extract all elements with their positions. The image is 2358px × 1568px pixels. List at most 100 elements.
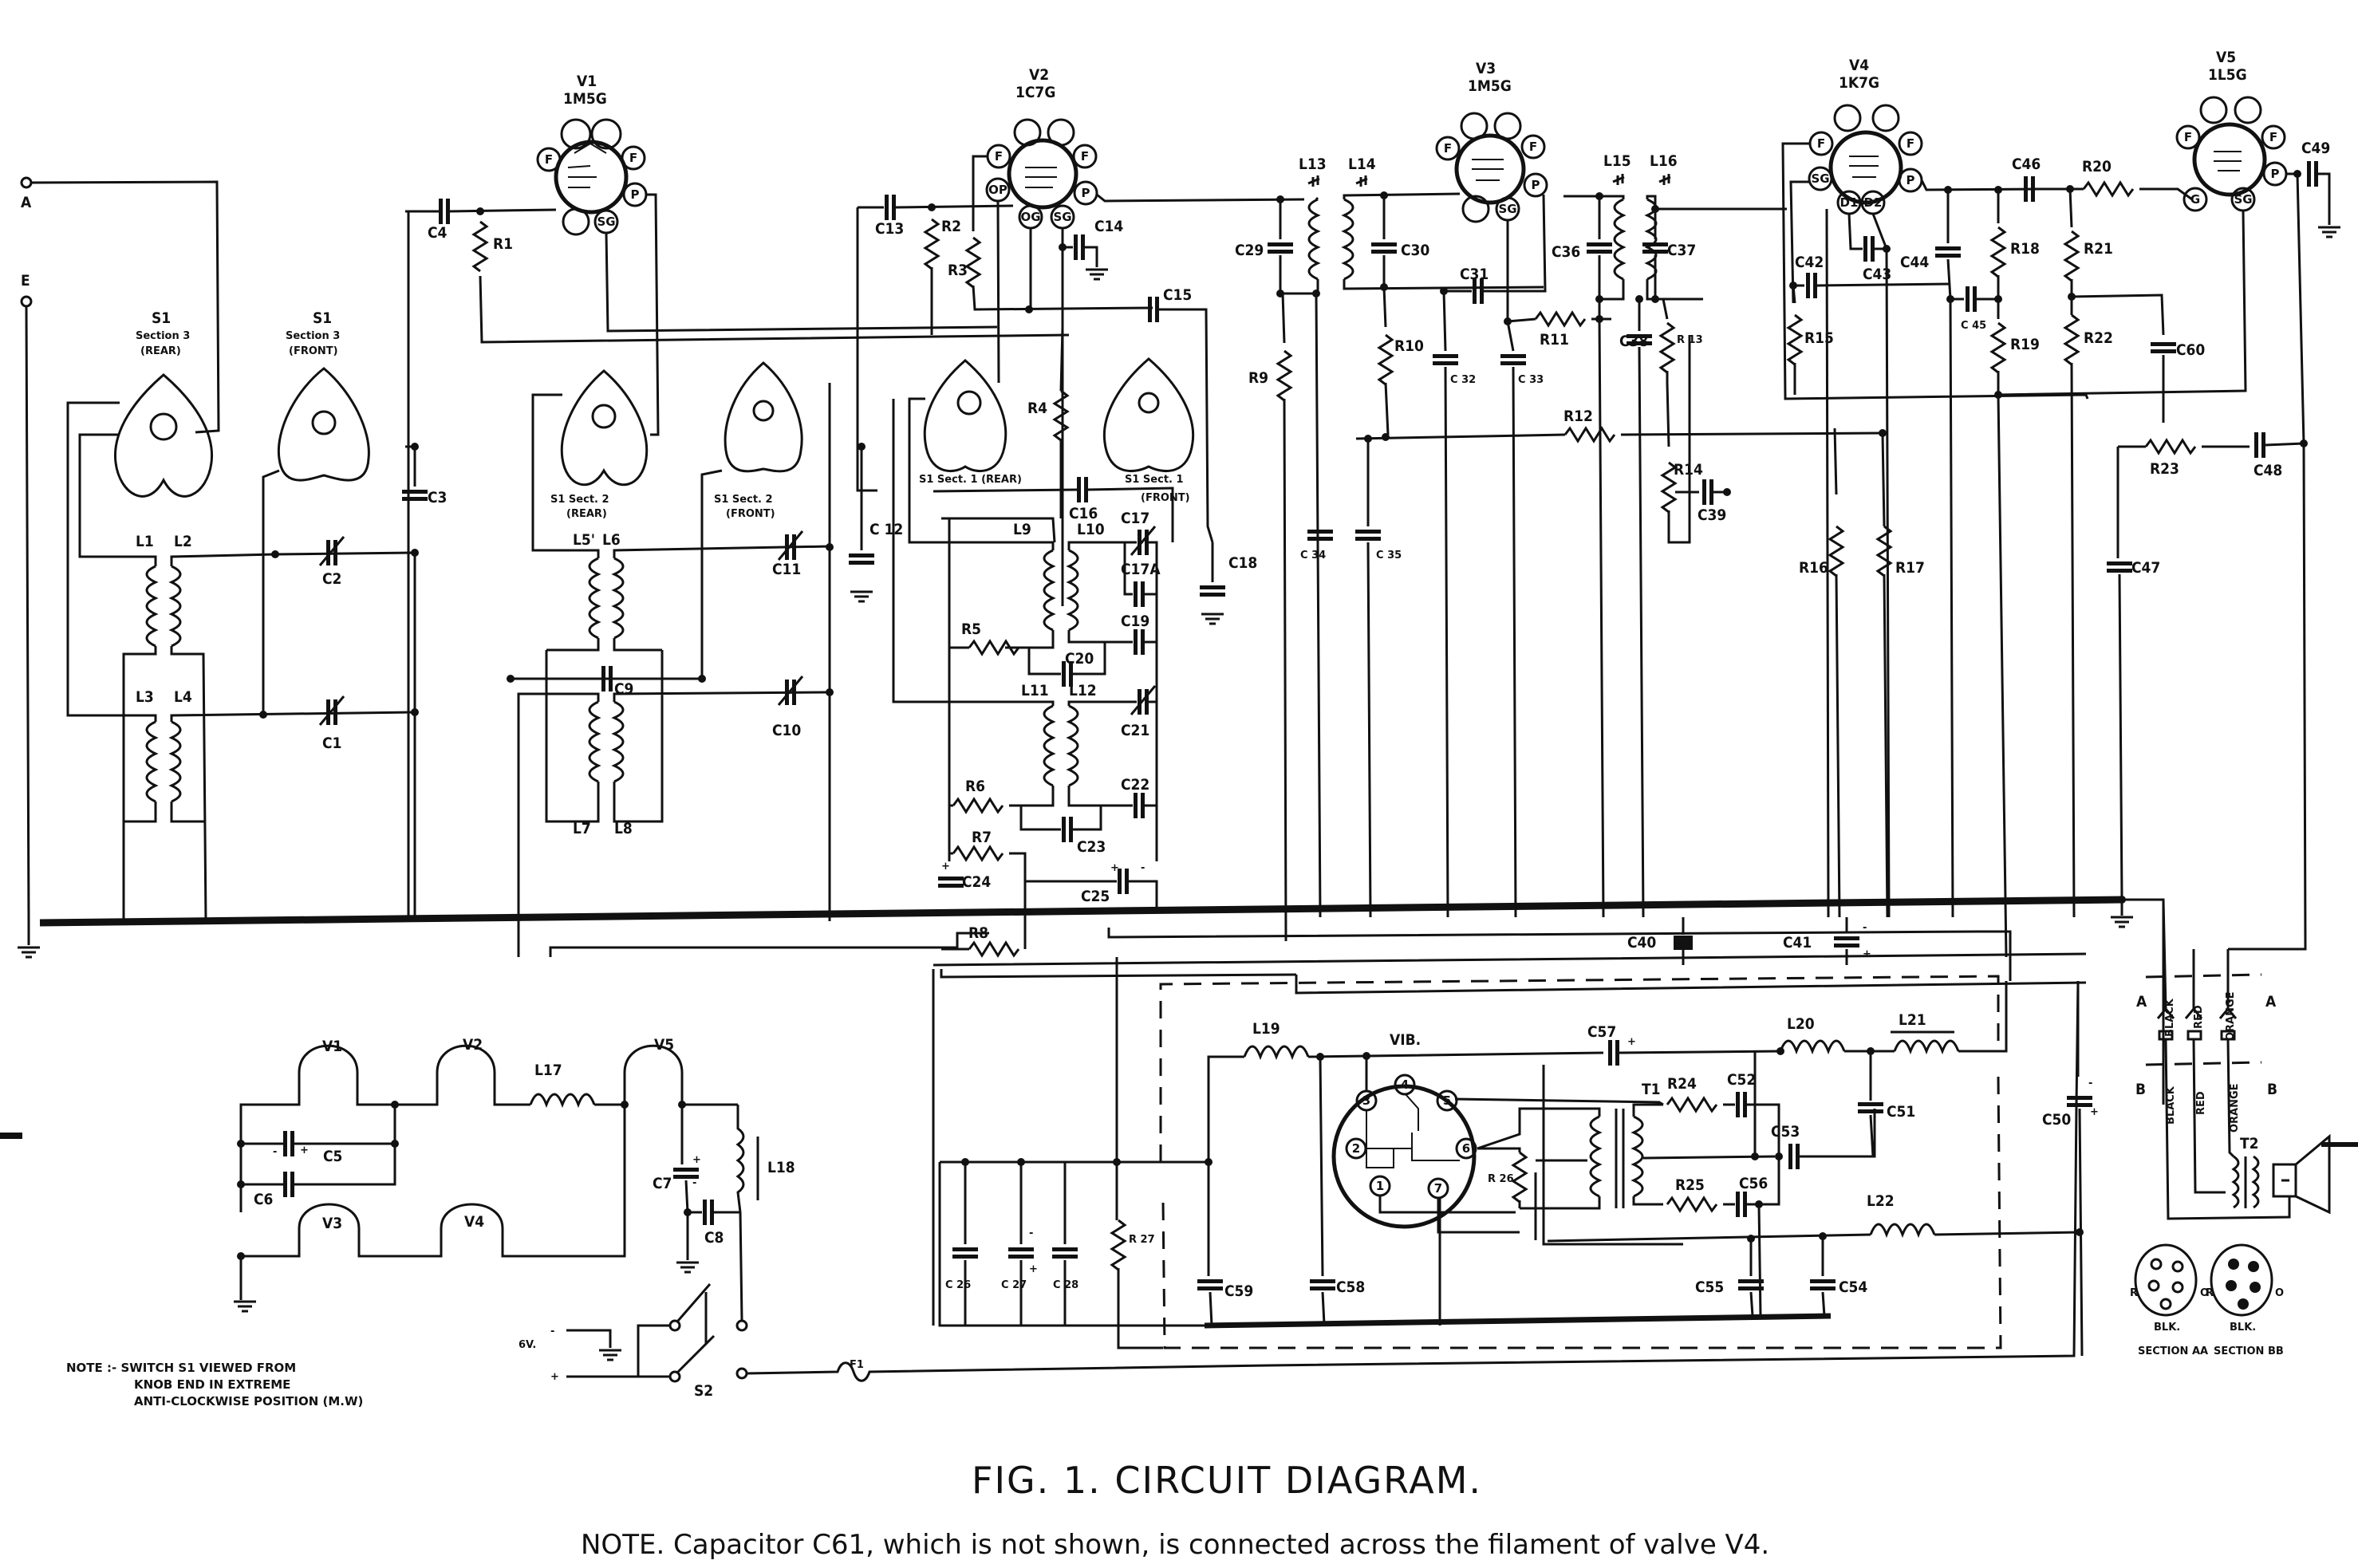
label-minus: - [1141,862,1145,874]
label-c27: C 27 [1001,1279,1027,1291]
label-0: F [2184,130,2192,144]
label-type: 1M5G [563,90,607,108]
label-c54: C54 [1839,1278,1867,1296]
label-type: 1L5G [2208,66,2247,84]
label-type: 1C7G [1015,84,1055,101]
label-plus: + [1627,1036,1636,1048]
label-5: 6 [1462,1141,1470,1156]
label-c35: C 35 [1376,550,1402,561]
label-l6: L6 [602,531,621,549]
rf-coil-l7-l8: L7 L8 [517,650,826,957]
label-r3: R3 [948,262,968,279]
label-0: F [1817,136,1825,151]
label-r6: R6 [965,778,985,795]
label-3: 4 [1401,1078,1409,1092]
label-c29: C29 [1235,242,1264,259]
label-r7: R7 [972,829,992,846]
power-pack-enclosure [1159,975,2002,1349]
supply-switch-s2: 6V. - + S2 [519,1283,748,1400]
label-3: G [2190,192,2200,207]
earth-terminal: E [16,272,41,959]
label-l20: L20 [1787,1015,1815,1033]
label-c17a: C17A [1121,561,1161,578]
label-3: SG [1498,202,1516,216]
label-side: (REAR) [566,508,607,520]
osc-coil-l11-l12: L11 L12 [892,399,1117,807]
label-0: 1 [1376,1179,1384,1193]
label-r24: R24 [1667,1075,1697,1093]
label-c55: C55 [1695,1278,1724,1296]
label-c20: C20 [1065,650,1094,668]
label-r9: R9 [1248,369,1268,387]
label-ref: V5 [2216,49,2236,66]
label-bottom: BLK. [2230,1322,2256,1334]
label-2: 3 [1362,1093,1370,1108]
label-ref: V2 [1029,66,1049,84]
label-r4: R4 [1027,400,1047,417]
switch-s1-sec2-front: S1 Sect. 2 (FRONT) [714,361,803,520]
label-c41: C41 [1783,934,1812,951]
label-c49: C49 [2301,140,2330,157]
label-c15: C15 [1163,286,1192,304]
label-earth: E [21,272,30,290]
if-transformer-l13-l14: L13 L14 [1280,156,1544,295]
label-c5: C5 [323,1148,342,1165]
ground-bus [39,896,2123,927]
label-s2: S2 [694,1382,713,1400]
label-c52: C52 [1727,1071,1756,1089]
switch-s1-sec1-rear: S1 Sect. 1 (REAR) [919,359,1022,486]
agc-line-lower [549,932,2087,967]
label-r12: R12 [1563,408,1593,425]
switch-s1-sec1-front: S1 Sect. 1 (FRONT) [1102,357,1195,504]
label-1: F [629,151,637,165]
label-0: F [545,152,553,167]
label-c40: C40 [1627,934,1656,951]
label-r17: R17 [1895,559,1925,577]
label-l8: L8 [614,820,633,837]
label-section_b: B [2135,1081,2146,1098]
label-l17: L17 [534,1062,562,1079]
label-type: 1M5G [1468,77,1512,95]
switch-s1-sec3-front: S1 Section 3 (FRONT) [277,309,370,482]
label-c24: C24 [962,873,991,891]
label-l22: L22 [1867,1192,1895,1210]
label-c53: C53 [1771,1123,1800,1141]
label-c57: C57 [1587,1023,1616,1041]
label-1: 2 [1352,1141,1360,1156]
label-plus: + [692,1154,701,1166]
label-2: SG [1811,171,1829,186]
socket-section-bb: R O BLK. SECTION BB [2206,1243,2284,1357]
label-r16: R16 [1799,559,1828,577]
label-r18: R18 [2010,240,2040,258]
label-plus: + [1110,862,1119,874]
label-c42: C42 [1795,254,1824,271]
label-sub: Section 3 [286,330,340,342]
label-sub: Section 3 [136,330,190,342]
label-2: OP [988,183,1007,197]
label-minus: - [2088,1078,2092,1089]
label-vib: VIB. [1390,1031,1421,1049]
aerial-terminal: A [20,176,220,434]
label-c46: C46 [2012,156,2041,173]
switch-orientation-note: NOTE :- SWITCH S1 VIEWED FROM KNOB END I… [66,1361,363,1408]
fuse-f1: F1 [746,980,2080,1382]
label-c31: C31 [1460,266,1489,283]
label-l7: L7 [573,820,591,837]
label-c3: C3 [428,489,447,506]
aerial-coil-l1-l2: L1 L2 [78,433,276,922]
label-plus: + [941,861,950,873]
label-2: ORANGE [2225,991,2237,1041]
label-l11: L11 [1021,682,1049,699]
label-type: 1K7G [1839,74,1879,92]
label-c48: C48 [2254,462,2282,479]
label-2: ORANGE [2229,1083,2241,1133]
label-title: S1 Sect. 1 [1125,474,1184,486]
label-l2: L2 [174,533,192,550]
label-c34: C 34 [1300,550,1326,561]
label-c39: C39 [1698,506,1726,524]
label-section_a: A [2265,993,2277,1011]
label-r11: R11 [1540,331,1569,349]
label-c47: C47 [2131,559,2160,577]
label-section_b: B [2267,1081,2277,1098]
